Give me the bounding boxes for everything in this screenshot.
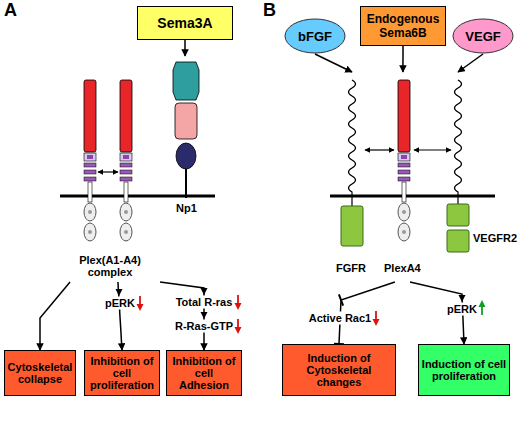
pathway-label: R-Ras-GTP (174, 320, 234, 333)
connector-arrow (160, 282, 204, 350)
neuropilin-stalk (185, 169, 187, 198)
pathway-label: pERK (446, 303, 478, 316)
connector-arrow (402, 46, 404, 72)
component-label: Plex(A1-A4) complex (70, 254, 150, 278)
kinase-domain (447, 204, 469, 226)
outcome-box: Inhibition of cell proliferation (84, 350, 160, 396)
decrease-arrow (137, 304, 144, 311)
ligand-box: Sema3A (137, 6, 233, 40)
interaction-arrow (98, 171, 118, 172)
connector-arrow (184, 40, 186, 56)
decrease-arrow (139, 296, 141, 305)
receptor-complex: FGFR PlexA4 VEGFR2 (322, 72, 518, 282)
component-label: PlexA4 (384, 262, 421, 274)
cell-membrane (330, 195, 495, 198)
outcome-box: Inhibition of cell Adhesion (166, 350, 242, 396)
pathway-label: Total R-ras (175, 296, 234, 309)
pathway-label: pERK (104, 297, 136, 310)
receptor-complex: Np1Plex(A1-A4) complex (38, 56, 218, 282)
decrease-arrow (235, 303, 242, 310)
interaction-arrow (365, 149, 394, 150)
ligand-box: Endogenous Sema6B (360, 6, 446, 46)
connector-arrow (458, 54, 483, 72)
panel-letter: A (4, 0, 17, 20)
connector-arrow (315, 54, 352, 72)
neuropilin-b-domain (175, 103, 197, 139)
interaction-arrow (414, 149, 451, 150)
kinase-domain (341, 206, 363, 246)
component-label: VEGFR2 (473, 232, 517, 244)
fgfr-extracellular (349, 80, 356, 206)
node-text: bFGF (298, 29, 332, 44)
plexin-symbol (120, 80, 132, 241)
node-text: Induction of cell proliferation (421, 358, 507, 382)
neuropilin-a-domain (173, 62, 199, 100)
node-text: Inhibition of cell proliferation (87, 355, 157, 391)
component-label: FGFR (336, 262, 366, 274)
decrease-arrow (237, 319, 239, 328)
ligand-ellipse: VEGF (452, 18, 514, 54)
ligand-ellipse: bFGF (284, 18, 346, 54)
decrease-arrow (373, 319, 380, 326)
node-text: VEGF (465, 29, 500, 44)
plexin-symbol (84, 80, 96, 241)
component-label: Np1 (176, 202, 197, 214)
outcome-box: Cytoskeletal collapse (4, 350, 76, 396)
node-text: Sema3A (157, 15, 212, 31)
ellipse-shape (285, 19, 345, 53)
node-text: Inhibition of cell Adhesion (169, 355, 239, 391)
connector-arrow (118, 282, 122, 350)
cell-membrane (60, 195, 215, 198)
connector-arrow (40, 282, 70, 350)
panel-letter: B (263, 0, 276, 20)
node-text: Endogenous Sema6B (363, 12, 443, 40)
kinase-domain (447, 230, 469, 252)
increase-arrow (481, 306, 483, 315)
decrease-arrow (375, 311, 377, 320)
outcome-box: Induction of Cytoskeletal changes (282, 344, 396, 396)
decrease-arrow (235, 327, 242, 334)
pathway-label: Active Rac1 (308, 312, 372, 325)
increase-arrow (479, 300, 486, 307)
outcome-box: Induction of cell proliferation (418, 344, 510, 396)
plexin-symbol (398, 80, 410, 241)
decrease-arrow (237, 295, 239, 304)
vegfr-extracellular (455, 80, 462, 204)
node-text: Cytoskeletal collapse (7, 361, 73, 385)
node-text: Induction of Cytoskeletal changes (285, 352, 393, 388)
ellipse-shape (453, 19, 513, 53)
neuropilin-c-domain (176, 143, 196, 169)
